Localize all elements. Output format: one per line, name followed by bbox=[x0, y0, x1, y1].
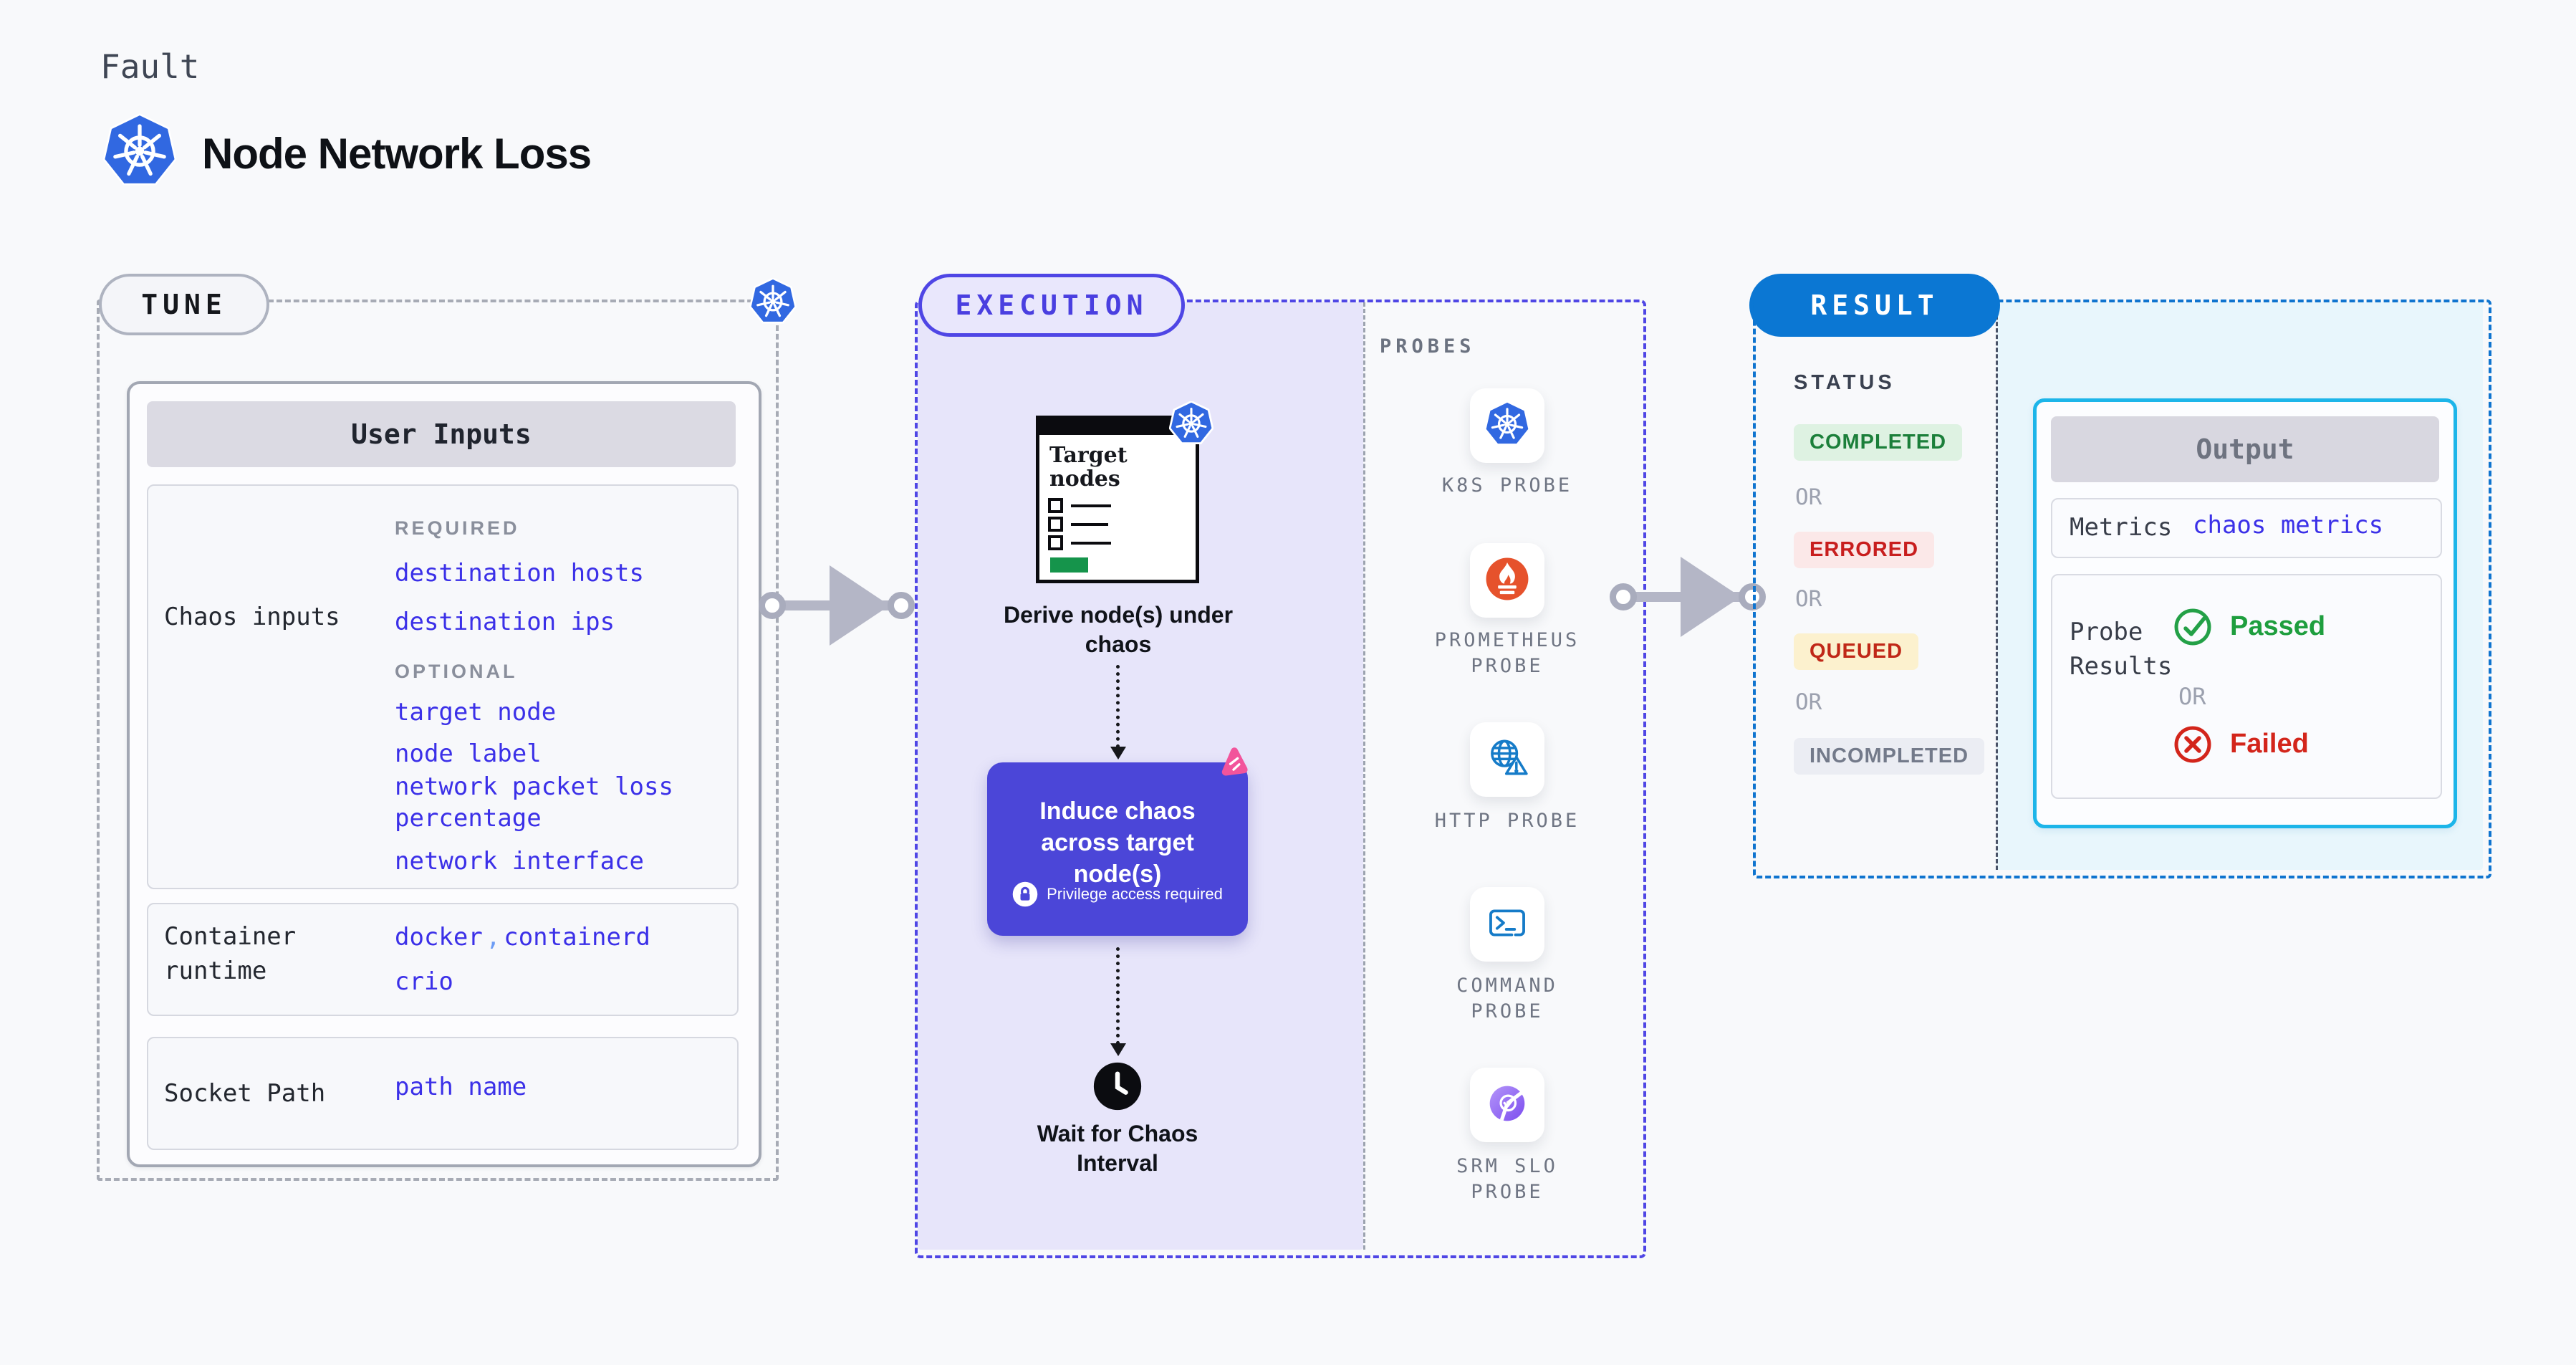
input-link[interactable]: destination ips bbox=[395, 608, 615, 636]
arrow-head bbox=[1110, 747, 1126, 760]
target-nodes-title: Target nodes bbox=[1049, 443, 1128, 492]
input-link[interactable]: network packet loss percentage bbox=[395, 772, 673, 833]
socket-path-label: Socket Path bbox=[164, 1079, 326, 1108]
probe-results-row: Probe Results Passed OR Failed bbox=[2051, 574, 2442, 799]
derive-nodes-label: Derive node(s) under chaos bbox=[1003, 602, 1234, 657]
input-link[interactable]: target node bbox=[395, 698, 557, 727]
privilege-row: Privilege access required bbox=[987, 881, 1248, 907]
or-label: OR bbox=[1795, 586, 1822, 612]
probe-label: SRM SLO PROBE bbox=[1456, 1155, 1558, 1204]
confirm-bar bbox=[1050, 557, 1088, 573]
kubernetes-icon bbox=[1168, 400, 1214, 446]
output-box: Output Metrics chaos metrics Probe Resul… bbox=[2033, 398, 2457, 828]
status-badge-completed: COMPLETED bbox=[1794, 424, 1963, 461]
lock-icon bbox=[1012, 881, 1038, 907]
probe-card-prometheus bbox=[1470, 543, 1544, 618]
container-runtime-label: Container runtime bbox=[164, 922, 297, 985]
probe-results-label: Probe Results bbox=[2070, 618, 2173, 681]
probe-label: HTTP PROBE bbox=[1434, 810, 1580, 832]
arrow-endpoint bbox=[1610, 583, 1637, 610]
probe-card-srm-slo bbox=[1470, 1068, 1544, 1142]
node-checkbox[interactable] bbox=[1048, 498, 1063, 513]
status-badge-errored: ERRORED bbox=[1794, 532, 1935, 568]
tune-badge: TUNE bbox=[99, 274, 269, 335]
fault-kicker: Fault bbox=[100, 47, 200, 86]
runtime-value[interactable]: docker bbox=[395, 923, 483, 952]
kubernetes-icon bbox=[102, 113, 178, 189]
privilege-label: Privilege access required bbox=[1047, 885, 1223, 903]
terminal-icon bbox=[1484, 900, 1530, 949]
status-badge-queued: QUEUED bbox=[1794, 633, 1919, 670]
metrics-label: Metrics bbox=[2070, 513, 2173, 542]
execution-panel bbox=[915, 300, 1646, 1258]
arrow-endpoint bbox=[759, 592, 786, 619]
chaos-inputs-label: Chaos inputs bbox=[164, 603, 340, 631]
wait-interval-label: Wait for Chaos Interval bbox=[1037, 1121, 1198, 1176]
probes-title: PROBES bbox=[1380, 335, 1476, 358]
probe-label: COMMAND PROBE bbox=[1456, 974, 1558, 1023]
target-nodes-window: Target nodes bbox=[1036, 416, 1199, 583]
probe-label: PROMETHEUS PROBE bbox=[1434, 629, 1580, 678]
arrow-head bbox=[1681, 557, 1741, 637]
optional-label: OPTIONAL bbox=[395, 661, 518, 682]
clock-icon bbox=[1092, 1060, 1143, 1112]
node-checkbox[interactable] bbox=[1048, 517, 1063, 532]
kubernetes-icon bbox=[749, 277, 797, 325]
runtime-value[interactable]: crio bbox=[395, 967, 453, 996]
chaos-inputs-values: REQUIRED destination hosts destination i… bbox=[395, 486, 731, 887]
x-circle-icon bbox=[2173, 724, 2213, 765]
metrics-row: Metrics chaos metrics bbox=[2051, 498, 2442, 558]
passed-label: Passed bbox=[2230, 611, 2326, 641]
http-globe-warning-icon bbox=[1484, 735, 1530, 785]
result-panel bbox=[1753, 300, 2491, 878]
failed-label: Failed bbox=[2230, 729, 2309, 759]
probe-label: K8S PROBE bbox=[1441, 474, 1573, 497]
or-label: OR bbox=[2178, 683, 2206, 710]
user-inputs-header: User Inputs bbox=[147, 401, 736, 467]
page-title: Node Network Loss bbox=[202, 130, 592, 178]
socket-path-row: Socket Path path name bbox=[147, 1037, 739, 1150]
probe-card-http bbox=[1470, 722, 1544, 797]
output-header: Output bbox=[2051, 416, 2439, 482]
tune-panel bbox=[97, 300, 779, 1181]
arrow-endpoint bbox=[888, 592, 915, 619]
container-runtime-row: Container runtime docker , containerd cr… bbox=[147, 903, 739, 1016]
input-link[interactable]: destination hosts bbox=[395, 559, 644, 588]
input-link[interactable]: network interface bbox=[395, 847, 644, 876]
prometheus-icon bbox=[1484, 556, 1530, 605]
comma-separator: , bbox=[486, 923, 501, 952]
arrow-head bbox=[830, 565, 890, 646]
check-circle-icon bbox=[2173, 607, 2213, 647]
slo-pie-check-icon bbox=[1484, 1081, 1530, 1130]
runtime-value[interactable]: containerd bbox=[504, 923, 650, 952]
chaos-inputs-row: Chaos inputs REQUIRED destination hosts … bbox=[147, 484, 739, 889]
window-title-bar bbox=[1039, 419, 1196, 435]
induce-chaos-box: Induce chaos across target node(s) Privi… bbox=[987, 762, 1248, 936]
probe-card-k8s bbox=[1470, 388, 1544, 463]
input-link[interactable]: node label bbox=[395, 739, 542, 768]
probe-card-command bbox=[1470, 887, 1544, 962]
arrow-head bbox=[1110, 1043, 1126, 1056]
kubernetes-icon bbox=[1484, 401, 1530, 451]
or-label: OR bbox=[1795, 689, 1822, 715]
required-label: REQUIRED bbox=[395, 517, 520, 539]
user-inputs-card: User Inputs Chaos inputs REQUIRED destin… bbox=[127, 381, 761, 1167]
metrics-value[interactable]: chaos metrics bbox=[2193, 511, 2384, 540]
or-label: OR bbox=[1795, 484, 1822, 510]
result-badge: RESULT bbox=[1749, 274, 2000, 337]
execution-badge: EXECUTION bbox=[918, 274, 1185, 337]
status-badge-incompleted: INCOMPLETED bbox=[1794, 738, 1985, 775]
result-separator bbox=[1996, 302, 1998, 870]
induce-chaos-label: Induce chaos across target node(s) bbox=[1039, 798, 1196, 889]
flow-dotted-connector bbox=[1116, 665, 1120, 748]
socket-path-value[interactable]: path name bbox=[395, 1073, 527, 1101]
chaos-pinwheel-icon bbox=[1213, 742, 1254, 782]
arrow-endpoint bbox=[1739, 583, 1766, 610]
node-checkbox[interactable] bbox=[1048, 535, 1063, 550]
status-title: STATUS bbox=[1794, 371, 1895, 394]
flow-dotted-connector bbox=[1116, 947, 1120, 1045]
